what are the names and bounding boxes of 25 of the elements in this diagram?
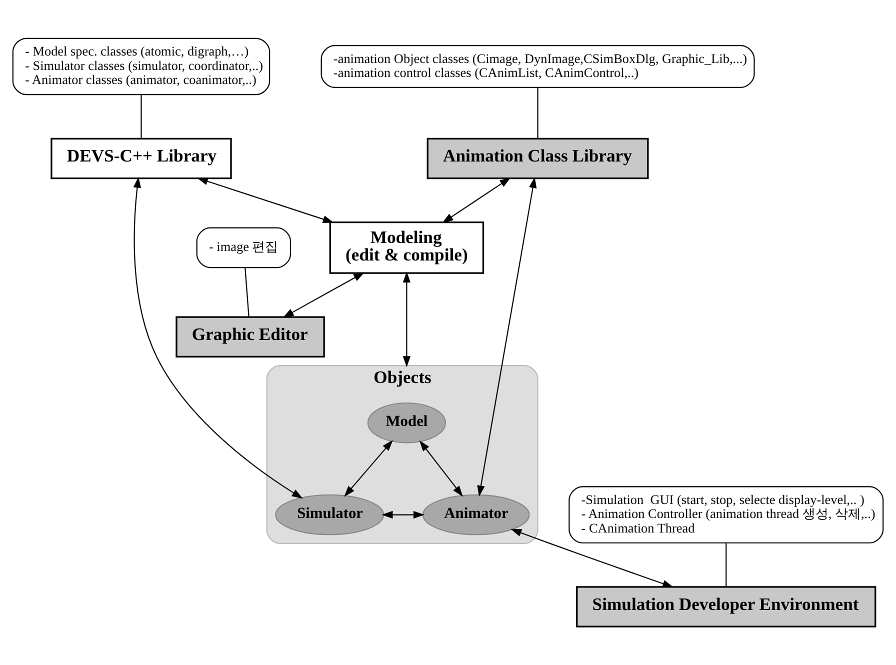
node-box: Modeling (edit & compile)	[329, 222, 484, 274]
node-box: Simulation Developer Environment	[576, 586, 876, 628]
arrow	[510, 528, 674, 588]
arrow	[477, 176, 537, 497]
node-box: -Simulation GUI (start, stop, selecte display-level,.. ) - Animation Controller (animation thread 생성, 삭제,..) - CAnimation Thread	[568, 486, 884, 544]
node-box: - Model spec. classes (atomic, digraph,…) - Simulator classes (simulator, coordinator,..) - Animator classes (animator, coanimator,..)	[12, 38, 270, 96]
node-box: DEVS-C++ Library	[50, 138, 232, 180]
connector	[537, 88, 538, 138]
connector	[140, 95, 142, 138]
arrow	[196, 178, 334, 223]
arrow	[282, 272, 365, 318]
arrow	[419, 440, 463, 497]
arrow	[402, 272, 411, 368]
node-ellipse: Simulator	[275, 494, 384, 536]
connector	[726, 543, 727, 587]
node-box: -animation Object classes (Cimage, DynImage,CSimBoxDlg, Graphic_Lib,...) -animation control classes (CAnimList, CAnimControl,..)	[320, 45, 755, 88]
node-ellipse: Model	[367, 402, 446, 444]
arrow	[382, 510, 425, 519]
arrow	[344, 440, 393, 497]
node-box: - image 편집	[196, 227, 292, 268]
node-box: Animation Class Library	[426, 138, 649, 180]
arrow	[442, 178, 511, 224]
arrow	[133, 176, 303, 499]
node-box: Graphic Editor	[176, 316, 325, 358]
connector	[244, 268, 250, 317]
